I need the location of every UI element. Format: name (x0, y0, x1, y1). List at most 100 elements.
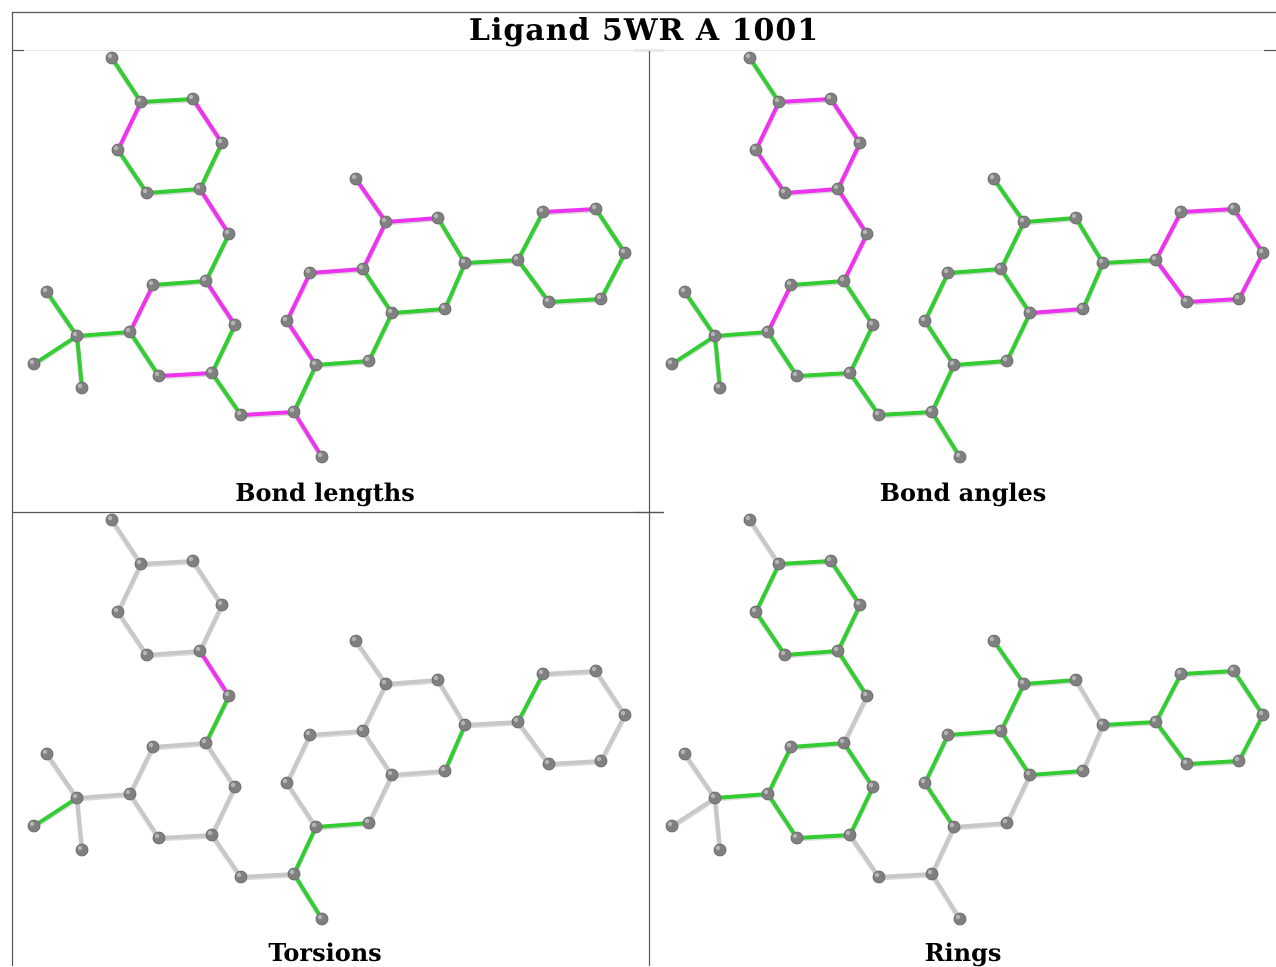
atom-highlight (1025, 308, 1031, 314)
atom-highlight (1229, 204, 1235, 210)
atom (315, 912, 329, 926)
atom-highlight (188, 556, 194, 562)
bond (829, 97, 862, 145)
bond (754, 148, 787, 195)
bond (75, 796, 84, 852)
bond (599, 713, 627, 763)
atom (1232, 292, 1246, 306)
atom-highlight (201, 276, 207, 282)
bond (516, 720, 551, 766)
atom-highlight (460, 258, 466, 264)
atom-highlight (236, 872, 242, 878)
atom (1096, 256, 1110, 270)
atom (749, 605, 763, 619)
bond (842, 232, 869, 283)
atom-highlight (1258, 248, 1264, 254)
atom-highlight (364, 818, 370, 824)
atom-highlight (1098, 258, 1104, 264)
atom (589, 202, 603, 216)
bond (999, 729, 1032, 777)
bond (285, 319, 318, 367)
bond (930, 363, 956, 414)
bond (946, 267, 1003, 275)
bond (145, 649, 202, 657)
bond (204, 741, 237, 789)
atom-highlight (1176, 669, 1182, 675)
atom-highlight (513, 255, 519, 261)
atom-highlight (460, 720, 466, 726)
atom (1000, 816, 1014, 830)
atom (749, 143, 763, 157)
atom (234, 408, 248, 422)
bond (795, 371, 852, 378)
bond (999, 682, 1026, 733)
atom-highlight (142, 188, 148, 194)
atom-highlight (440, 766, 446, 772)
atom-highlight (833, 646, 839, 652)
atom-highlight (305, 268, 311, 274)
atom-highlight (780, 188, 786, 194)
bond (999, 220, 1026, 271)
bond (198, 187, 231, 236)
atom (70, 791, 84, 805)
bond (848, 785, 875, 837)
atom-highlight (1071, 213, 1077, 219)
atom-highlight (1019, 217, 1025, 223)
atom (872, 870, 886, 884)
bond (239, 872, 296, 879)
atom (27, 357, 41, 371)
atom-highlight (955, 452, 961, 458)
bond (110, 518, 143, 566)
atom-highlight (538, 669, 544, 675)
atom-highlight (201, 738, 207, 744)
atom (1256, 708, 1270, 722)
atom-highlight (874, 872, 880, 878)
atom (743, 513, 757, 527)
bond (292, 363, 318, 414)
atom (1149, 715, 1163, 729)
bond (157, 371, 214, 378)
atom-highlight (763, 327, 769, 333)
atom (784, 740, 798, 754)
atom-highlight (230, 320, 236, 326)
atom-highlight (282, 778, 288, 784)
bond (754, 100, 781, 152)
atom (536, 205, 550, 219)
bond (110, 56, 143, 104)
bond (713, 792, 770, 800)
atom-highlight (224, 691, 230, 697)
atom (778, 186, 792, 200)
bond (952, 359, 1009, 367)
bond (1074, 678, 1105, 727)
bond (128, 745, 155, 796)
atom-highlight (154, 371, 160, 377)
bond (361, 220, 388, 271)
bond (795, 833, 852, 840)
bond (783, 649, 840, 657)
atom (994, 262, 1008, 276)
atom (1227, 202, 1241, 216)
atom-highlight (29, 359, 35, 365)
atom (431, 211, 445, 225)
bond (75, 334, 84, 390)
atom (315, 450, 329, 464)
atom-highlight (927, 869, 933, 875)
molecule-panel-bond-lengths (27, 51, 632, 464)
bond (599, 251, 627, 301)
atom (594, 754, 608, 768)
bond (285, 271, 312, 323)
bond (547, 297, 603, 304)
atom-highlight (868, 782, 874, 788)
bond (1154, 720, 1189, 766)
bond (848, 833, 881, 879)
atom (843, 828, 857, 842)
atom-highlight (680, 287, 686, 293)
atom-highlight (289, 407, 295, 413)
atom (205, 828, 219, 842)
atom (215, 598, 229, 612)
atom-highlight (387, 308, 393, 314)
atom (843, 366, 857, 380)
atom (438, 302, 452, 316)
atom-highlight (289, 869, 295, 875)
atom-highlight (826, 94, 832, 100)
